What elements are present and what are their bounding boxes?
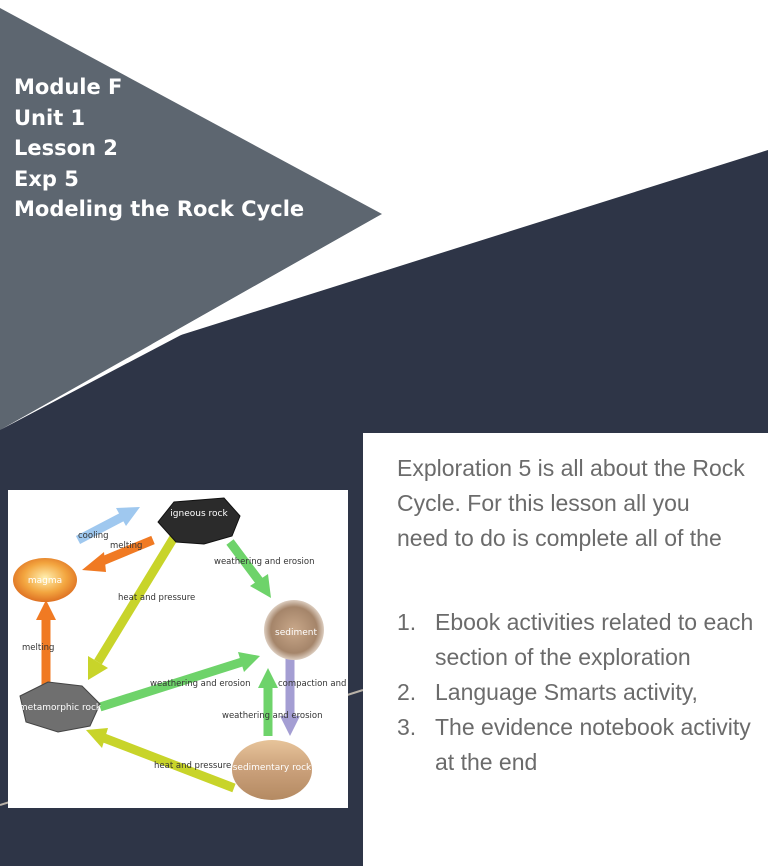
title-unit: Unit 1 — [14, 105, 86, 130]
label-sedimentary: sedimentary rock — [233, 763, 312, 773]
metamorphic-rock-node: metamorphic rock — [19, 681, 102, 733]
step-text: Language Smarts activity, — [435, 679, 698, 705]
step-text: Ebook activities related to each section… — [435, 609, 754, 670]
arrow-melting-top — [82, 535, 155, 572]
step-text: The evidence notebook activity at the en… — [435, 714, 751, 775]
label-cooling: cooling — [78, 531, 109, 541]
steps-list: 1. Ebook activities related to each sect… — [397, 605, 757, 780]
step-number: 1. — [397, 609, 417, 635]
arrow-melting-left — [36, 600, 56, 686]
label-melting-left: melting — [22, 643, 54, 653]
label-weathering-top: weathering and erosion — [214, 557, 315, 567]
arrow-weathering-bottom — [258, 668, 278, 736]
arrow-compaction — [280, 658, 300, 736]
title-exploration: Exp 5 — [14, 166, 79, 191]
label-heat-pressure-top: heat and pressure — [118, 593, 195, 603]
arrow-weathering-top — [226, 539, 271, 598]
rock-cycle-svg: igneous rock magma sediment metamorphic … — [13, 497, 348, 800]
arrow-heat-pressure-bottom — [86, 728, 236, 793]
arrow-heat-pressure-top — [88, 531, 180, 680]
label-metamorphic: metamorphic rock — [19, 703, 102, 713]
arrow-weathering-mid — [98, 652, 260, 712]
title-triangle — [0, 8, 382, 430]
magma-node: magma — [13, 558, 77, 602]
intro-text: Exploration 5 is all about the Rock Cycl… — [397, 455, 745, 551]
label-igneous: igneous rock — [170, 509, 228, 519]
label-magma: magma — [28, 576, 62, 586]
sediment-node: sediment — [264, 600, 324, 660]
title-module: Module F — [14, 75, 123, 99]
title-topic: Modeling the Rock Cycle — [14, 197, 305, 221]
label-sediment: sediment — [275, 628, 317, 638]
rock-cycle-diagram: igneous rock magma sediment metamorphic … — [8, 490, 348, 808]
label-weathering-mid: weathering and erosion — [150, 679, 251, 689]
title-lesson: Lesson 2 — [14, 136, 118, 160]
label-compaction: compaction and cementation — [278, 679, 348, 689]
instructions-panel: Exploration 5 is all about the Rock Cycl… — [363, 433, 768, 866]
step-number: 3. — [397, 714, 417, 740]
lesson-title: Module F Unit 1 Lesson 2 Exp 5 Modeling … — [14, 72, 354, 225]
step-number: 2. — [397, 679, 417, 705]
label-weathering-bottom: weathering and erosion — [222, 711, 323, 721]
arrow-cooling — [75, 507, 140, 544]
sedimentary-rock-node: sedimentary rock — [232, 740, 312, 800]
step-item: 2. Language Smarts activity, — [397, 675, 757, 710]
step-item: 1. Ebook activities related to each sect… — [397, 605, 757, 675]
igneous-rock-node: igneous rock — [157, 497, 241, 545]
step-item: 3. The evidence notebook activity at the… — [397, 710, 757, 780]
white-wedge — [0, 214, 382, 430]
label-heat-pressure-bottom: heat and pressure — [154, 761, 231, 771]
label-melting-top: melting — [110, 541, 142, 551]
